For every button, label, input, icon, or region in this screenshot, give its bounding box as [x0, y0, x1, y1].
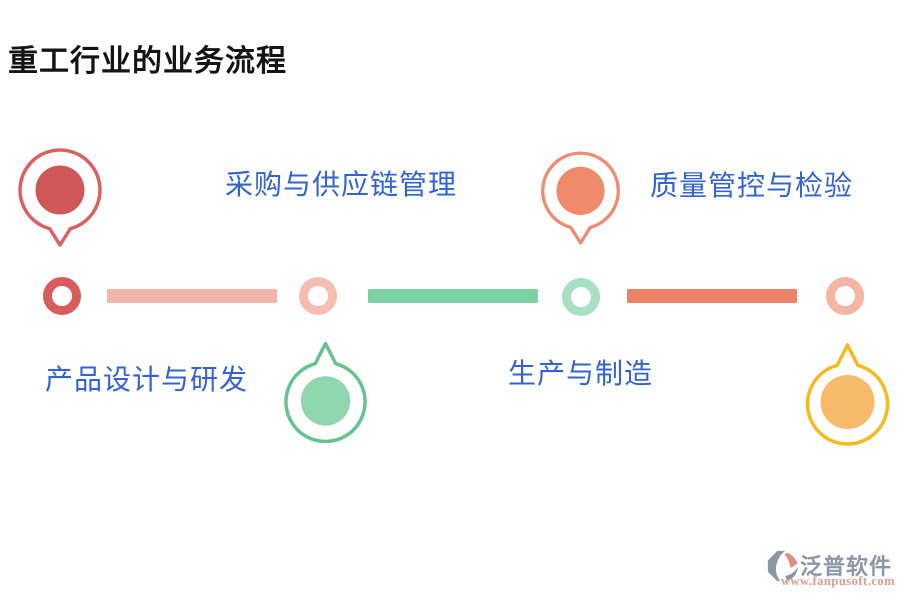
fanpu-logo-icon [767, 550, 799, 582]
balloon-marker-design [18, 148, 102, 247]
fanpu-brand-name: 泛普软件 [800, 554, 893, 579]
balloon-dot-design [35, 165, 85, 215]
fanpu-brand-url: www.fanpusoft.com [781, 574, 896, 588]
step-label-design: 产品设计与研发 [45, 365, 249, 396]
step-label-quality: 质量管控与检验 [650, 171, 854, 202]
balloon-dot-procurement [300, 376, 351, 426]
connector-3 [627, 289, 797, 303]
balloon-marker-quality [805, 343, 890, 446]
connector-2 [368, 289, 538, 303]
step-label-procurement: 采购与供应链管理 [225, 170, 458, 201]
page-title: 重工行业的业务流程 [8, 45, 287, 78]
balloon-dot-quality [820, 375, 875, 429]
balloon-dot-production [556, 166, 605, 215]
timeline-node-procurement [299, 277, 337, 315]
balloon-marker-procurement [284, 341, 367, 444]
connector-1 [107, 289, 277, 303]
balloon-marker-production [541, 151, 620, 245]
timeline-node-quality [826, 277, 864, 315]
timeline-node-production [562, 278, 600, 316]
timeline-node-design [43, 277, 81, 315]
step-label-production: 生产与制造 [508, 359, 654, 390]
